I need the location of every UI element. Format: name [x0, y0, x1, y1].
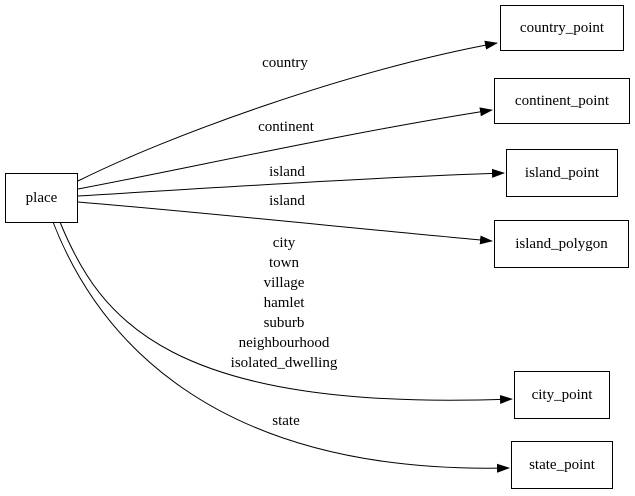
edge-place-continent-point [77, 107, 493, 190]
edge-label-continent: continent [258, 119, 314, 135]
node-place: place [5, 173, 78, 223]
edge-place-country-point [77, 40, 498, 182]
edge-label-island-polygon: island [269, 193, 305, 209]
edge-place-city-point [59, 221, 513, 404]
node-island-polygon: island_polygon [494, 220, 629, 268]
node-state-point: state_point [511, 441, 613, 489]
node-island-point: island_point [506, 149, 618, 197]
edge-label-city-types: city town village hamlet suburb neighbou… [230, 235, 338, 371]
node-country-point: country_point [500, 5, 624, 51]
edge-place-island-point [77, 168, 505, 197]
edge-label-state: state [272, 413, 300, 429]
edge-place-island-polygon [77, 201, 493, 245]
node-continent-point: continent_point [494, 78, 630, 124]
edge-label-island-point: island [269, 164, 305, 180]
node-city-point: city_point [514, 371, 610, 419]
edge-label-country: country [262, 55, 308, 71]
edge-place-state-point [52, 221, 510, 473]
